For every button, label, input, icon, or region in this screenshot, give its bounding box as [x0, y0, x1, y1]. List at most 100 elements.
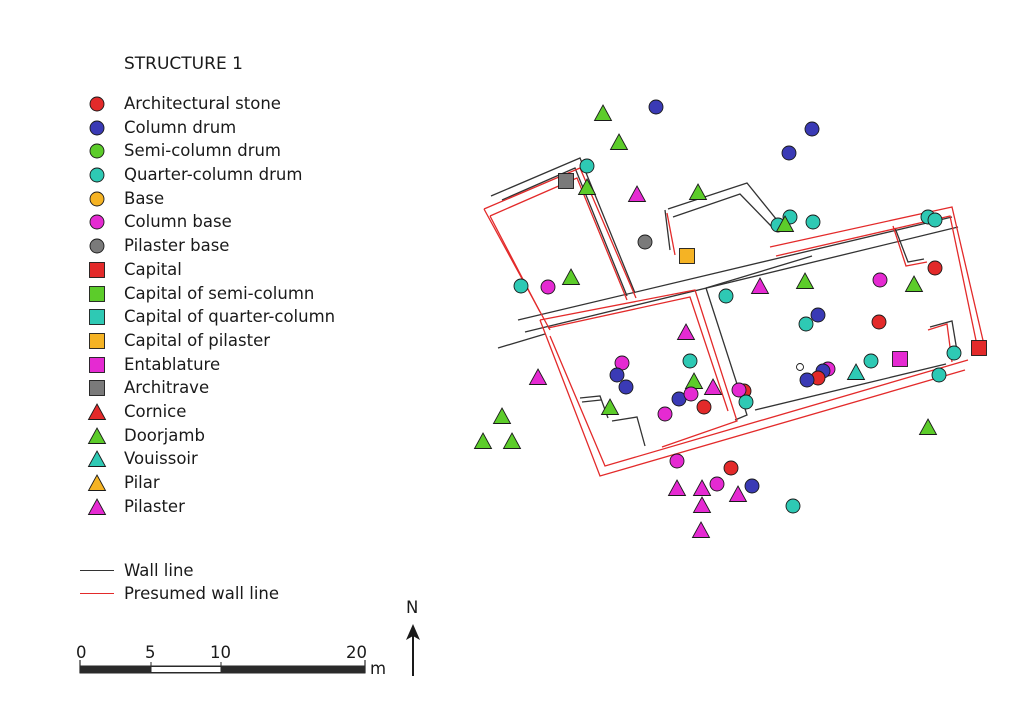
legend-label: Pilar — [124, 473, 160, 492]
north-label: N — [406, 598, 419, 617]
red-square-icon — [89, 261, 105, 278]
legend-label: Architrave — [124, 378, 210, 398]
map-marker — [593, 104, 613, 121]
scale-tick-5: 5 — [145, 643, 156, 662]
legend-label: Quarter-column drum — [124, 165, 303, 185]
map-marker — [785, 498, 801, 514]
orange-circle-icon — [89, 191, 105, 207]
map-marker — [946, 345, 962, 361]
legend-presumed-wall-line: Presumed wall line — [80, 582, 380, 606]
legend-wall-line-label: Wall line — [124, 561, 194, 580]
red-triangle-icon — [87, 403, 107, 420]
presumed-wall-lines — [483, 167, 986, 477]
green-circle-icon — [89, 143, 105, 159]
map-marker — [795, 272, 815, 289]
legend-label: Doorjamb — [124, 425, 205, 445]
map-marker — [473, 432, 493, 449]
wall-lines — [490, 157, 959, 447]
map-marker — [728, 485, 748, 502]
gray-square-icon — [89, 380, 105, 397]
map-marker — [682, 353, 698, 369]
map-marker — [492, 407, 512, 424]
gray-circle-icon — [89, 238, 105, 254]
map-marker — [502, 432, 522, 449]
magenta-square-icon — [89, 356, 105, 373]
map-marker — [718, 288, 734, 304]
legend-label: Entablature — [124, 354, 221, 374]
blue-circle-icon — [89, 120, 105, 136]
magenta-circle-icon — [89, 214, 105, 230]
map-marker — [892, 351, 908, 367]
map-marker — [692, 496, 712, 513]
map-marker — [627, 185, 647, 202]
map-marker — [648, 99, 664, 115]
map-marker — [810, 307, 826, 323]
map-marker — [804, 121, 820, 137]
map-marker — [679, 248, 695, 264]
map-marker — [667, 479, 687, 496]
map-marker — [709, 476, 725, 492]
map-marker — [609, 133, 629, 150]
map-marker — [688, 183, 708, 200]
map-marker — [577, 178, 597, 195]
map-marker — [805, 214, 821, 230]
magenta-triangle-icon — [87, 497, 107, 515]
scale-tick-0: 0 — [76, 643, 87, 662]
map-marker — [669, 453, 685, 469]
map-marker — [931, 367, 947, 383]
map-marker — [683, 386, 699, 402]
map-marker — [904, 275, 924, 292]
legend-title: STRUCTURE 1 — [124, 54, 243, 74]
teal-circle-icon — [89, 167, 105, 183]
red-circle-icon — [89, 96, 105, 112]
map-marker — [744, 478, 760, 494]
map-marker — [927, 260, 943, 276]
legend-label: Semi-column drum — [124, 141, 282, 161]
scale-bar — [79, 660, 366, 674]
scale-tick-10: 10 — [210, 643, 231, 662]
green-square-icon — [89, 285, 105, 302]
map-marker — [692, 479, 712, 496]
map-marker — [863, 353, 879, 369]
map-marker — [796, 363, 804, 371]
map-marker — [703, 378, 723, 395]
green-triangle-icon — [87, 426, 107, 444]
legend-label: Capital of pilaster — [124, 330, 271, 350]
map-marker — [731, 382, 747, 398]
map-marker — [871, 314, 887, 330]
map-marker — [781, 145, 797, 161]
map-marker — [676, 323, 696, 340]
map-marker — [738, 394, 754, 410]
map-marker — [609, 367, 625, 383]
orange-triangle-icon — [87, 474, 107, 491]
map-marker — [750, 277, 770, 294]
legend-label: Capital — [124, 259, 182, 279]
map-marker — [927, 212, 943, 228]
map-marker — [684, 372, 704, 389]
legend-label: Base — [124, 188, 165, 208]
legend-label: Column base — [124, 212, 232, 232]
legend-label: Pilaster base — [124, 236, 230, 256]
orange-square-icon — [89, 332, 105, 349]
legend-label: Column drum — [124, 117, 237, 137]
map-marker — [600, 398, 620, 415]
legend-presumed-wall-line-label: Presumed wall line — [124, 584, 280, 603]
map-marker — [657, 406, 673, 422]
map-marker — [618, 379, 634, 395]
map-marker — [691, 521, 711, 538]
legend-label: Architectural stone — [124, 94, 281, 113]
scale-unit: m — [370, 659, 387, 678]
presumed-wall-line-swatch — [80, 593, 114, 594]
teal-square-icon — [89, 309, 105, 326]
map-marker — [513, 278, 529, 294]
legend-label: Pilaster — [124, 496, 185, 516]
map-marker — [528, 368, 548, 385]
scale-tick-20: 20 — [346, 643, 367, 662]
map-marker — [918, 418, 938, 435]
map-marker — [799, 372, 815, 388]
map-marker — [775, 215, 795, 232]
map-marker — [971, 340, 987, 356]
map-marker — [696, 399, 712, 415]
map-marker — [723, 460, 739, 476]
